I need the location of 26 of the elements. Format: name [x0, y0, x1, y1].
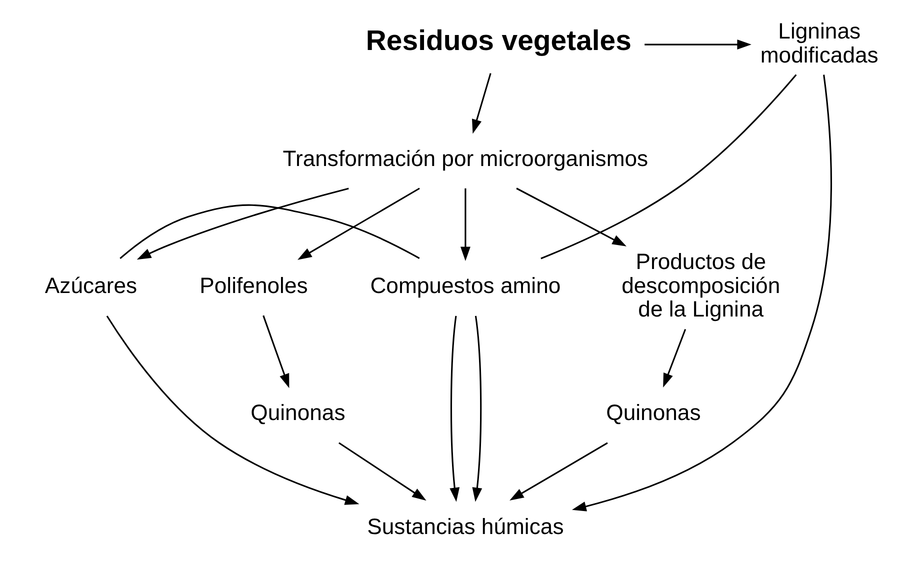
node-text: Sustancias húmicas: [366, 514, 564, 539]
node-text: Productos de descomposición de la Lignina: [621, 249, 780, 322]
arrow: [449, 316, 460, 502]
node-text: Ligninas modificadas: [760, 18, 878, 68]
arrow: [662, 328, 686, 388]
node-text: Azúcares: [44, 272, 137, 298]
arrow: [644, 40, 751, 50]
node-text: Transformación por microorganismos: [282, 146, 648, 171]
arrow: [136, 188, 348, 260]
arrow: [471, 73, 491, 134]
connector: [540, 74, 796, 260]
arrow: [460, 188, 470, 262]
node-text: Polifenoles: [199, 272, 308, 298]
connector: [119, 204, 420, 260]
node-text: Quinonas: [250, 400, 345, 426]
arrow: [571, 74, 832, 512]
arrow: [262, 315, 289, 388]
arrow: [297, 188, 420, 260]
arrow: [509, 442, 608, 500]
arrow: [516, 188, 626, 246]
arrow: [106, 316, 359, 505]
node-text: Compuestos amino: [370, 272, 560, 298]
node-text: Quinonas: [606, 400, 700, 426]
node-text: Residuos vegetales: [365, 24, 631, 57]
arrow: [472, 316, 482, 502]
arrow: [338, 442, 426, 501]
